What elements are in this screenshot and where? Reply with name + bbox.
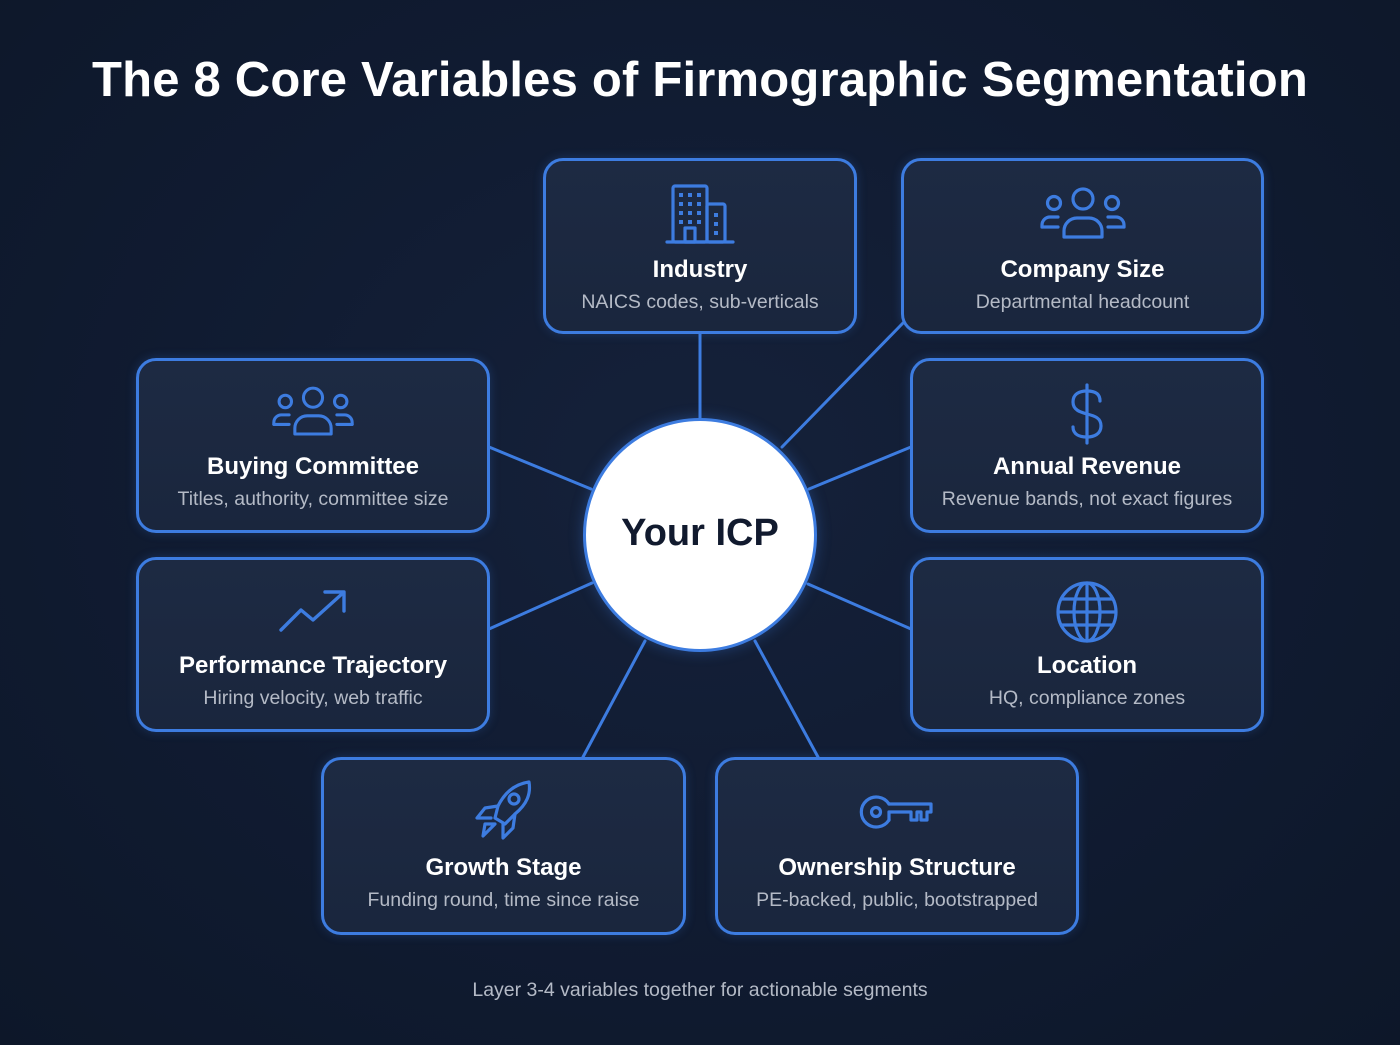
- card-title: Company Size: [1000, 256, 1165, 283]
- connector-performance-trajectory: [487, 581, 594, 631]
- card-ownership-structure: Ownership Structure PE-backed, public, b…: [715, 757, 1079, 935]
- card-description: Hiring velocity, web traffic: [203, 687, 423, 709]
- people-group-icon: [272, 386, 354, 436]
- card-description: Funding round, time since raise: [367, 889, 640, 911]
- card-description: HQ, compliance zones: [988, 687, 1186, 709]
- connector-growth-stage: [581, 639, 647, 759]
- connector-company-size: [780, 321, 905, 449]
- card-description: PE-backed, public, bootstrapped: [756, 889, 1038, 911]
- connector-location: [806, 582, 913, 631]
- card-title: Performance Trajectory: [178, 652, 448, 679]
- key-icon: [859, 795, 933, 829]
- card-title: Annual Revenue: [992, 453, 1182, 480]
- dollar-icon: [1071, 383, 1103, 445]
- page-title: The 8 Core Variables of Firmographic Seg…: [91, 53, 1309, 107]
- connector-annual-revenue: [807, 445, 913, 491]
- card-description: Titles, authority, committee size: [177, 488, 449, 510]
- card-title: Industry: [652, 256, 748, 283]
- icp-hub: Your ICP: [583, 418, 817, 652]
- footer-note: Layer 3-4 variables together for actiona…: [472, 979, 928, 1001]
- card-buying-committee: Buying Committee Titles, authority, comm…: [136, 358, 490, 533]
- hub-label: Your ICP: [621, 511, 779, 554]
- card-growth-stage: Growth Stage Funding round, time since r…: [321, 757, 686, 935]
- card-performance-trajectory: Performance Trajectory Hiring velocity, …: [136, 557, 490, 732]
- card-title: Buying Committee: [206, 453, 419, 480]
- card-title: Location: [1037, 652, 1137, 679]
- connector-ownership-structure: [753, 639, 820, 759]
- connector-buying-committee: [487, 445, 593, 491]
- rocket-icon: [474, 780, 531, 840]
- card-title: Ownership Structure: [778, 854, 1016, 881]
- card-description: NAICS codes, sub-verticals: [581, 291, 819, 313]
- trend-up-icon: [279, 590, 346, 632]
- card-title: Growth Stage: [425, 854, 582, 881]
- card-annual-revenue: Annual Revenue Revenue bands, not exact …: [910, 358, 1264, 533]
- card-industry: Industry NAICS codes, sub-verticals: [543, 158, 857, 334]
- card-description: Revenue bands, not exact figures: [941, 488, 1233, 510]
- card-description: Departmental headcount: [975, 291, 1190, 313]
- card-company-size: Company Size Departmental headcount: [901, 158, 1264, 334]
- card-location: Location HQ, compliance zones: [910, 557, 1264, 732]
- building-icon: [665, 184, 735, 244]
- globe-icon: [1056, 581, 1118, 643]
- people-group-icon: [1039, 187, 1126, 239]
